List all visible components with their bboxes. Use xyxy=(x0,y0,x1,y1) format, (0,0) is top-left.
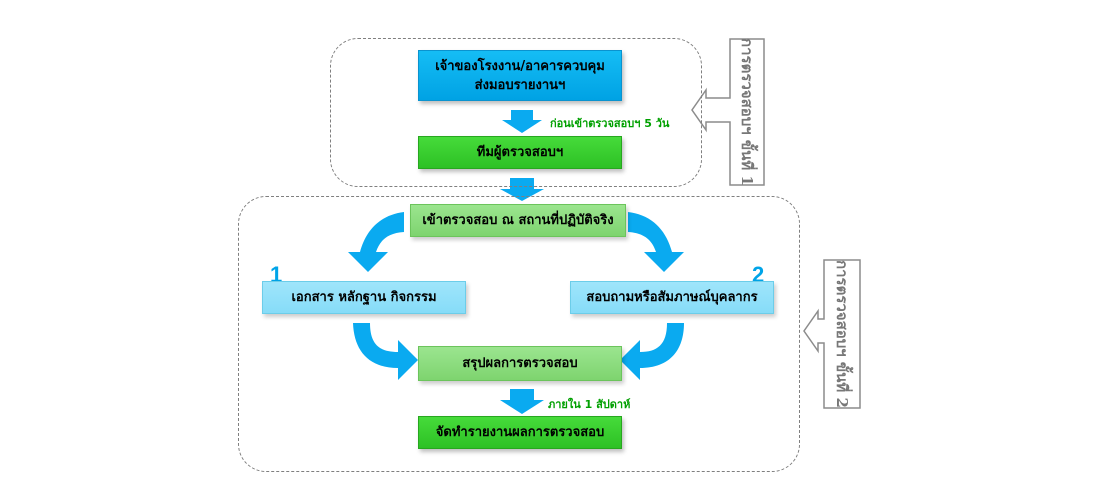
stage1-timing-note: ก่อนเข้าตรวจสอบฯ 5 วัน xyxy=(550,117,670,130)
curved-arrow-onsite-to-right xyxy=(628,212,684,272)
summary-box-label: สรุปผลการตรวจสอบ xyxy=(462,356,578,371)
stage2-group xyxy=(238,196,800,472)
number-2: 2 xyxy=(752,262,765,287)
interview-box-label: สอบถามหรือสัมภาษณ์บุคลากร xyxy=(586,290,758,305)
curved-arrow-left-to-summary xyxy=(353,323,418,380)
onsite-box: เข้าตรวจสอบ ณ สถานที่ปฏิบัติจริง xyxy=(410,204,626,237)
team-box: ทีมผู้ตรวจสอบฯ xyxy=(418,136,622,169)
curved-arrow-right-to-summary xyxy=(620,323,684,380)
curved-arrow-onsite-to-left xyxy=(348,212,404,272)
down-arrow-summary-to-report xyxy=(500,389,544,414)
documents-box: เอกสาร หลักฐาน กิจกรรม xyxy=(262,281,466,314)
owner-box: เจ้าของโรงงาน/อาคารควบคุม ส่งมอบรายงานฯ xyxy=(418,50,622,101)
owner-box-line2: ส่งมอบรายงานฯ xyxy=(474,77,566,93)
stage1-side-label: การตรวจสอบฯ ขั้นที่ 1 xyxy=(738,38,756,186)
summary-box: สรุปผลการตรวจสอบ xyxy=(418,346,622,381)
down-arrow-team-to-onsite xyxy=(500,178,544,201)
report-box: จัดทำรายงานผลการตรวจสอบ xyxy=(418,416,622,449)
stage2-timing-note: ภายใน 1 สัปดาห์ xyxy=(548,398,631,411)
team-box-label: ทีมผู้ตรวจสอบฯ xyxy=(476,145,564,160)
down-arrow-owner-to-team xyxy=(502,110,542,133)
side-arrow-stage2 xyxy=(803,259,861,409)
onsite-box-label: เข้าตรวจสอบ ณ สถานที่ปฏิบัติจริง xyxy=(422,213,614,228)
interview-box: สอบถามหรือสัมภาษณ์บุคลากร xyxy=(570,281,774,314)
number-1: 1 xyxy=(270,262,283,287)
owner-box-line1: เจ้าของโรงงาน/อาคารควบคุม xyxy=(435,58,605,74)
stage1-group xyxy=(330,38,702,187)
side-arrow-stage1 xyxy=(691,38,765,186)
stage2-side-label: การตรวจสอบฯ ขั้นที่ 2 xyxy=(833,260,851,408)
documents-box-label: เอกสาร หลักฐาน กิจกรรม xyxy=(291,290,437,305)
report-box-label: จัดทำรายงานผลการตรวจสอบ xyxy=(435,425,605,440)
